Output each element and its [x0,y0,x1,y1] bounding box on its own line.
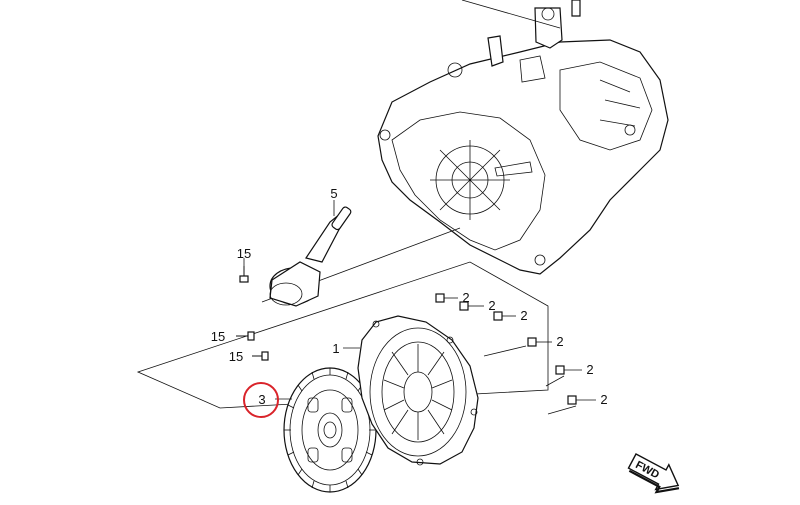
callout-15-middle: 15 [211,329,225,344]
clutch-disc [283,367,377,493]
callout-1: 1 [332,341,339,356]
callout-3: 3 [258,392,265,407]
bolt-2-c [493,311,516,321]
leader-2-f [547,405,577,415]
callout-15-upper: 15 [237,246,251,261]
leader-2-e [545,375,565,387]
clutch-cover [357,315,479,466]
bolt-15-middle [236,331,255,341]
bolt-15-lower [252,351,269,361]
fwd-arrow-icon: FWD [627,453,680,494]
highlight-ring [243,382,279,418]
leader-2-d [483,345,527,357]
bolt-15-upper [239,266,249,283]
bolt-2-a [435,293,458,303]
callout-2-e: 2 [586,362,593,377]
bolt-2-f [567,395,596,405]
callout-2-c: 2 [520,308,527,323]
bolt-2-e [555,365,582,375]
callout-2-b: 2 [488,298,495,313]
callout-2-d: 2 [556,334,563,349]
callout-15-lower: 15 [229,349,243,364]
leader-top [461,0,561,29]
callout-5: 5 [330,186,337,201]
transmission-housing [377,0,669,275]
assembly-frame [136,261,549,409]
bolt-2-d [527,337,552,347]
bolt-2-b [459,301,484,311]
callout-2-f: 2 [600,392,607,407]
release-bearing [269,206,352,307]
callout-2-a: 2 [462,290,469,305]
